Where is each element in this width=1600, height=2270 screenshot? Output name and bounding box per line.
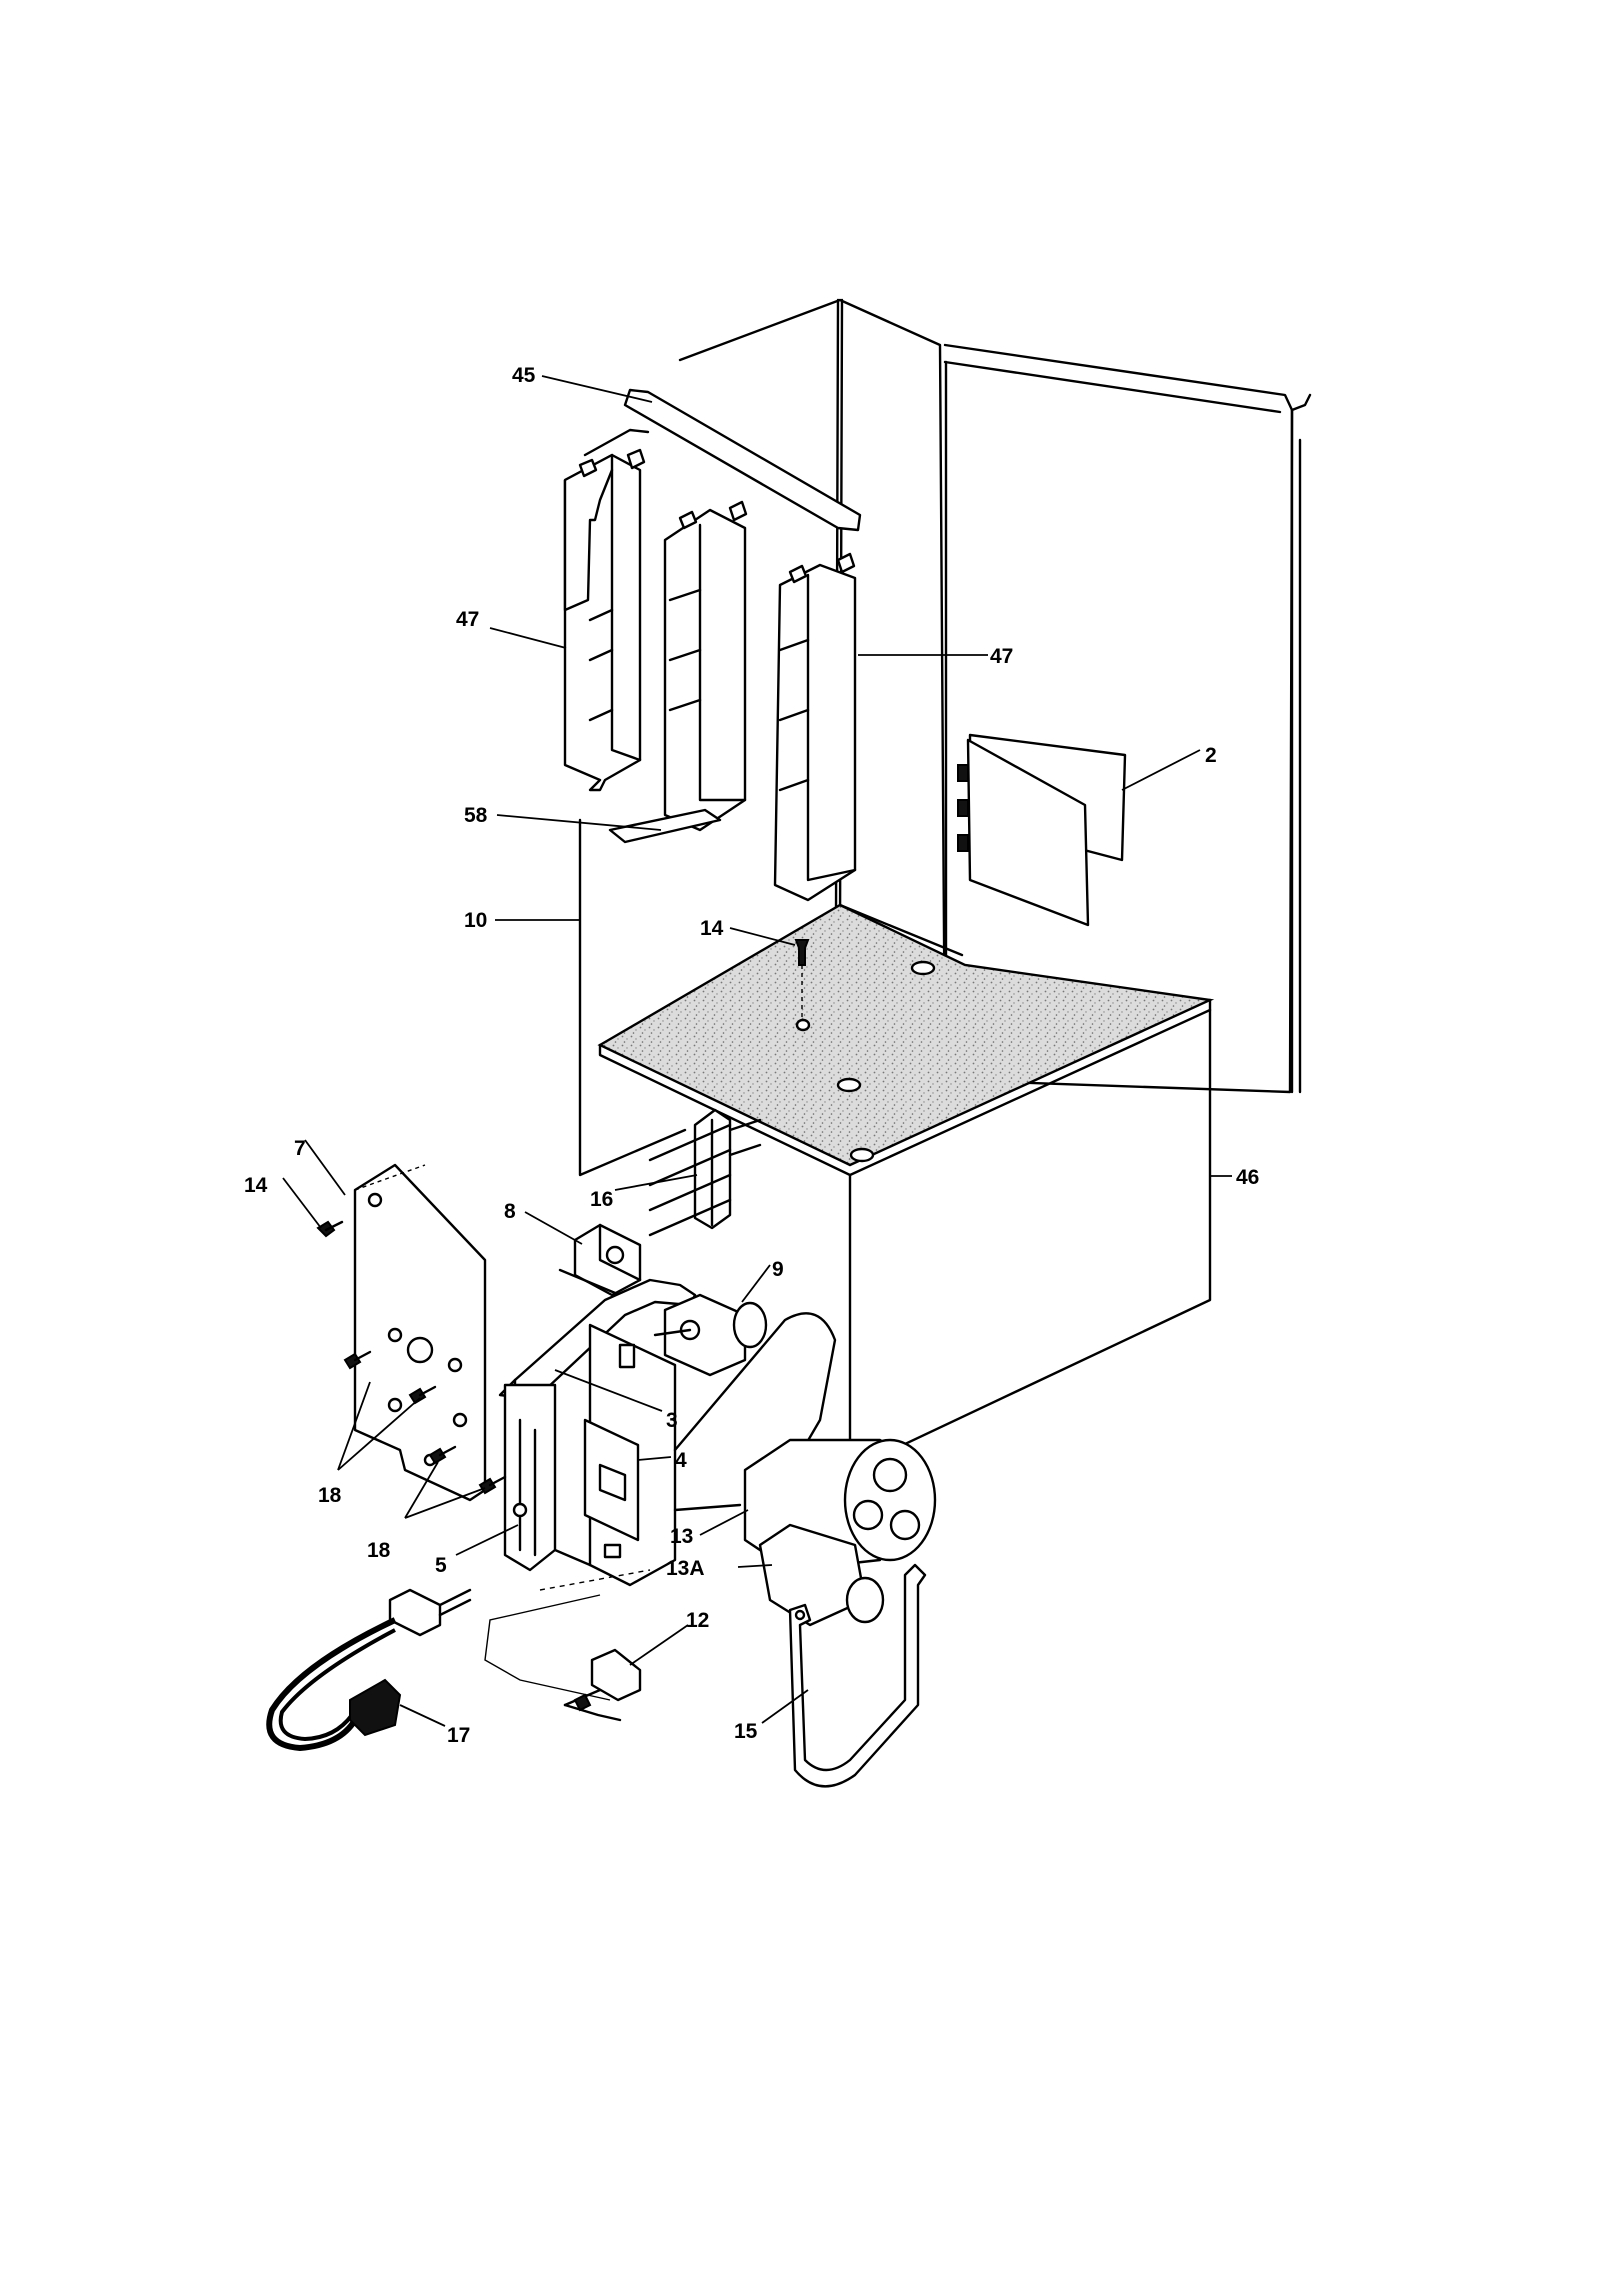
callout-46: 46 xyxy=(1236,1166,1259,1189)
callout-2: 2 xyxy=(1205,744,1217,767)
temperature-sensor xyxy=(563,1648,642,1722)
screw-set-b xyxy=(428,1445,507,1495)
callout-17: 17 xyxy=(447,1724,470,1747)
callout-4: 4 xyxy=(675,1449,687,1472)
callout-15: 15 xyxy=(734,1720,758,1743)
callout-47-right: 47 xyxy=(990,645,1013,668)
callout-14-top: 14 xyxy=(700,917,724,940)
callout-3: 3 xyxy=(666,1409,678,1432)
callout-16: 16 xyxy=(590,1188,613,1211)
baffle-plate-right xyxy=(773,552,857,902)
top-rail-bracket xyxy=(583,388,862,532)
screw-set-a xyxy=(343,1350,437,1405)
callout-7: 7 xyxy=(294,1137,306,1160)
callout-47-left: 47 xyxy=(456,608,479,631)
back-panel xyxy=(578,818,687,1177)
air-filter xyxy=(957,733,1127,927)
callout-12: 12 xyxy=(686,1609,709,1632)
screw-left xyxy=(316,1220,344,1238)
selector-switch xyxy=(558,1223,642,1297)
callout-13A: 13A xyxy=(666,1557,705,1580)
callout-5: 5 xyxy=(435,1554,447,1577)
callout-18-upper: 18 xyxy=(318,1484,342,1507)
screw-top xyxy=(794,939,810,1020)
capacitor-13A xyxy=(758,1523,885,1627)
callout-9: 9 xyxy=(772,1258,784,1281)
callout-13: 13 xyxy=(670,1525,693,1548)
callout-45: 45 xyxy=(512,364,536,387)
wiring-harness xyxy=(484,1312,837,1701)
heating-element-bracket xyxy=(648,1108,762,1237)
baffle-plate-middle xyxy=(608,500,748,844)
callout-labels: 45 47 47 58 10 2 14 7 14 8 16 46 9 3 4 1… xyxy=(244,364,1259,1747)
mounting-strap xyxy=(788,1563,927,1788)
baffle-plate-left xyxy=(563,448,646,792)
callout-18-lower: 18 xyxy=(367,1539,391,1562)
thermostat-motor xyxy=(653,1293,768,1377)
leader-lines xyxy=(282,375,1232,1727)
power-cord xyxy=(266,1588,472,1752)
cabinet-box xyxy=(597,903,1215,1482)
callout-8: 8 xyxy=(504,1200,516,1223)
callout-58: 58 xyxy=(464,804,488,827)
callout-10: 10 xyxy=(464,909,487,932)
callout-14-left: 14 xyxy=(244,1174,268,1197)
control-panel-plate xyxy=(353,1163,487,1502)
